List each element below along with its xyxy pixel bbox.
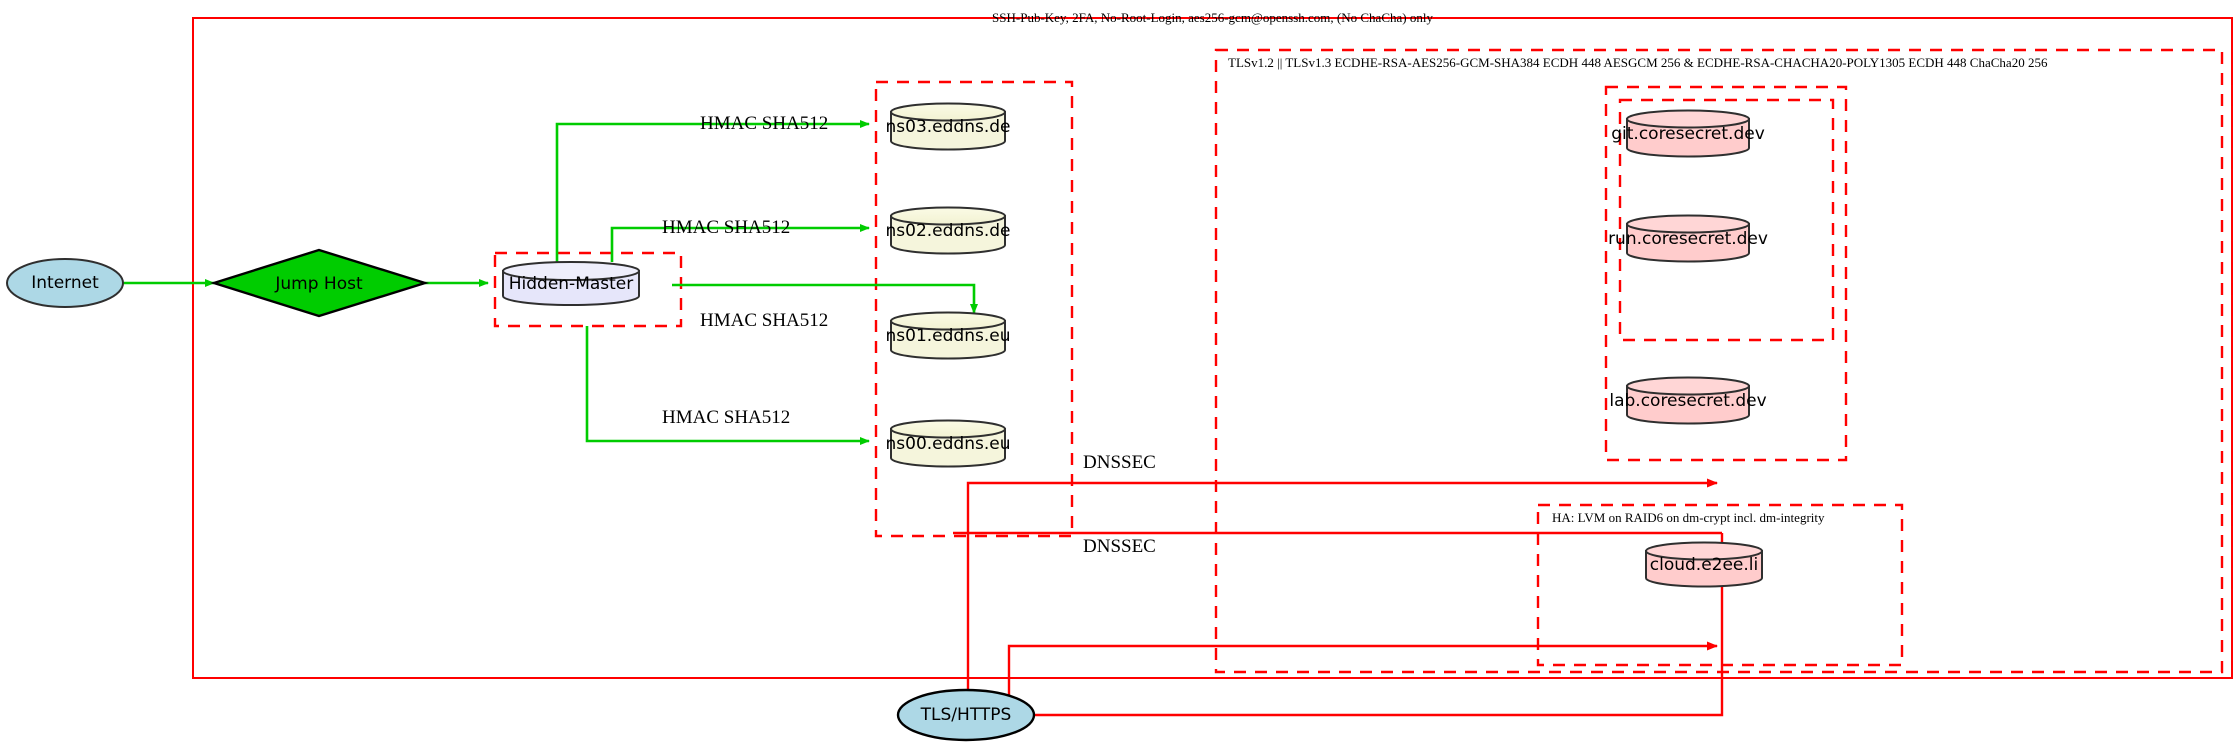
cluster-dns bbox=[874, 80, 1074, 538]
node-ns01[interactable] bbox=[891, 312, 1005, 359]
node-run-coresecret-dev[interactable] bbox=[1627, 215, 1749, 262]
node-jump-host[interactable] bbox=[214, 250, 425, 316]
node-cloud-shape bbox=[1645, 541, 1763, 588]
node-lab-coresecret-dev[interactable] bbox=[1627, 377, 1749, 424]
node-tls-https[interactable] bbox=[898, 690, 1034, 740]
node-ns00-shape bbox=[890, 419, 1006, 468]
cluster-ssh-outer bbox=[192, 17, 2233, 679]
node-ns02[interactable] bbox=[891, 207, 1005, 254]
cluster-ha bbox=[1536, 503, 1904, 667]
node-ns03[interactable] bbox=[891, 103, 1005, 150]
edge-dnssec-lower bbox=[1007, 641, 1718, 715]
cluster-coresecret-inner bbox=[1618, 98, 1835, 342]
node-git-coresecret-dev[interactable] bbox=[1627, 110, 1749, 157]
node-ns02-shape bbox=[890, 206, 1006, 255]
node-ns01-shape bbox=[890, 311, 1006, 360]
node-cloud-e2ee-li[interactable] bbox=[1646, 542, 1762, 587]
node-internet-shape bbox=[6, 258, 124, 308]
cluster-hidden-master bbox=[493, 251, 683, 328]
cluster-coresecret bbox=[1604, 85, 1848, 462]
node-tls-https-shape bbox=[896, 688, 1036, 742]
edge-hiddenmaster-to-ns02 bbox=[610, 224, 870, 262]
edge-hiddenmaster-to-ns01 bbox=[672, 283, 978, 314]
node-hidden-master[interactable] bbox=[503, 262, 639, 305]
edge-hiddenmaster-to-ns03 bbox=[555, 120, 870, 262]
node-internet[interactable] bbox=[7, 259, 123, 307]
node-hidden-master-shape bbox=[502, 261, 640, 306]
node-lab-shape bbox=[1626, 376, 1750, 425]
node-ns03-shape bbox=[890, 102, 1006, 151]
node-git-shape bbox=[1626, 109, 1750, 158]
node-ns00[interactable] bbox=[891, 420, 1005, 467]
node-run-shape bbox=[1626, 214, 1750, 263]
edge-hiddenmaster-to-ns00 bbox=[585, 326, 870, 445]
edge-tlshttps-right bbox=[1035, 533, 1724, 717]
edge-dnssec-upper bbox=[966, 478, 1718, 715]
cluster-tls bbox=[1214, 48, 2224, 674]
node-jumphost-shape bbox=[209, 248, 430, 318]
